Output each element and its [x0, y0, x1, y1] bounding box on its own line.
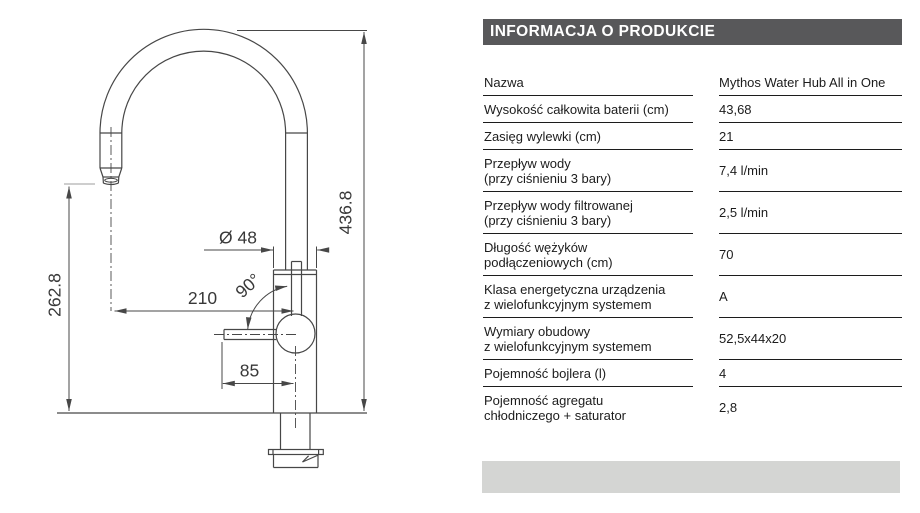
column-gap [693, 318, 719, 360]
spec-label: Wysokość całkowita baterii (cm) [483, 96, 693, 123]
centerlines [110, 127, 298, 431]
column-gap [693, 360, 719, 387]
spec-value: 4 [719, 360, 902, 387]
dim-reach-label: 210 [188, 288, 217, 308]
spec-label-line: chłodniczego + saturator [484, 407, 627, 423]
spec-label: Pojemność agregatu chłodniczego + satura… [483, 387, 693, 428]
spec-value: 7,4 l/min [719, 150, 902, 192]
spec-value: 2,8 [719, 400, 738, 415]
table-row-wysokosc: Wysokość całkowita baterii (cm) 43,68 [483, 96, 902, 123]
table-row-dlugosc-wezykow: Długość wężyków podłączeniowych (cm) 70 [483, 234, 902, 276]
spec-label-line: Nazwa [484, 74, 524, 90]
table-row-zasieg: Zasięg wylewki (cm) 21 [483, 123, 902, 150]
dim-handle-length-label: 85 [240, 361, 259, 381]
spec-label: Pojemność bojlera (l) [483, 360, 693, 387]
spec-label: Wymiary obudowy z wielofunkcyjnym system… [483, 318, 693, 360]
table-row-pojemnosc-bojlera: Pojemność bojlera (l) 4 [483, 360, 902, 387]
spec-value: 43,68 [719, 96, 902, 123]
spec-label: Długość wężyków podłączeniowych (cm) [483, 234, 693, 276]
spec-value: A [719, 276, 902, 318]
spec-label-line: (przy ciśnieniu 3 bary) [484, 170, 612, 186]
spec-label-line: Zasięg wylewki (cm) [484, 128, 602, 144]
column-gap [693, 192, 719, 234]
spec-label-line: podłączeniowych (cm) [484, 254, 613, 270]
spec-label-line: z wielofunkcyjnym systemem [484, 296, 652, 312]
faucet-technical-drawing: 436.8 262.8 Ø 48 210 90° 85 [45, 28, 367, 469]
table-row-przeplyw-filtrowanej: Przepływ wody filtrowanej (przy ciśnieni… [483, 192, 902, 234]
spec-label-line: Przepływ wody [484, 155, 571, 171]
column-gap [693, 150, 719, 192]
spec-label-line: Pojemność agregatu [484, 392, 604, 408]
spec-label-line: Wymiary obudowy [484, 323, 591, 339]
spec-label-line: Wysokość całkowita baterii (cm) [484, 101, 669, 117]
product-info-panel: INFORMACJA O PRODUKCIE Nazwa Mythos Wate… [483, 19, 902, 428]
column-gap [693, 234, 719, 276]
panel-header-title: INFORMACJA O PRODUKCIE [483, 19, 902, 45]
table-row-klasa-energetyczna: Klasa energetyczna urządzenia z wielofun… [483, 276, 902, 318]
faucet-outline [99, 28, 324, 469]
spec-label: Przepływ wody filtrowanej (przy ciśnieni… [483, 192, 693, 234]
table-row-pojemnosc-agregatu: Pojemność agregatu chłodniczego + satura… [483, 387, 902, 428]
spec-label-line: (przy ciśnieniu 3 bary) [484, 212, 612, 228]
dim-total-height-label: 436.8 [336, 191, 356, 235]
spec-label-line: Klasa energetyczna urządzenia [484, 281, 666, 297]
dimension-lines [57, 30, 367, 414]
table-row-wymiary-obudowy: Wymiary obudowy z wielofunkcyjnym system… [483, 318, 902, 360]
spec-label-line: z wielofunkcyjnym systemem [484, 338, 652, 354]
column-gap [693, 123, 719, 150]
dim-angle-label: 90° [231, 269, 264, 302]
dim-diameter-label: Ø 48 [219, 228, 257, 248]
column-gap [693, 387, 719, 428]
spec-value: 2,5 l/min [719, 192, 902, 234]
table-row-przeplyw-wody: Przepływ wody (przy ciśnieniu 3 bary) 7,… [483, 150, 902, 192]
spec-label: Klasa energetyczna urządzenia z wielofun… [483, 276, 693, 318]
spec-label: Nazwa [483, 69, 693, 96]
spec-label-line: Długość wężyków [484, 239, 588, 255]
spec-label-line: Pojemność bojlera (l) [484, 365, 607, 381]
spec-value: 21 [719, 123, 902, 150]
spec-label: Przepływ wody (przy ciśnieniu 3 bary) [483, 150, 693, 192]
spec-value: 70 [719, 234, 902, 276]
footer-bar [482, 461, 900, 493]
table-row-nazwa: Nazwa Mythos Water Hub All in One [483, 69, 902, 96]
spec-table: Nazwa Mythos Water Hub All in One Wysoko… [483, 69, 902, 428]
spec-label: Zasięg wylewki (cm) [483, 123, 693, 150]
spec-value: Mythos Water Hub All in One [719, 69, 902, 96]
spec-label-line: Przepływ wody filtrowanej [484, 197, 633, 213]
spec-value: 52,5x44x20 [719, 318, 902, 360]
column-gap [693, 69, 719, 96]
column-gap [693, 276, 719, 318]
column-gap [693, 96, 719, 123]
dim-spout-height-label: 262.8 [45, 273, 65, 317]
